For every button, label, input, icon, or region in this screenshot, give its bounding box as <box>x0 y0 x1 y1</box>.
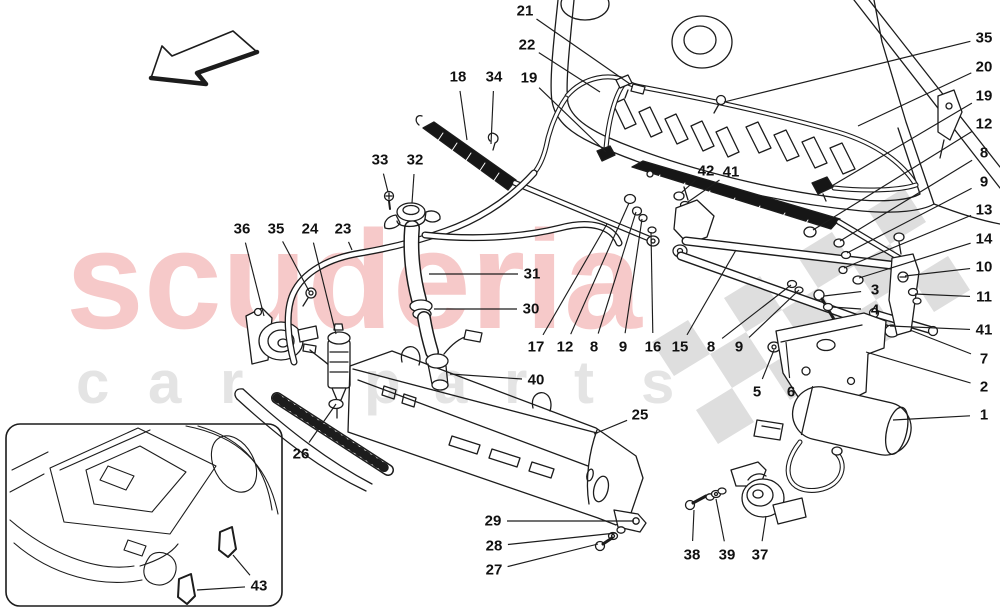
wiper-arm-right <box>836 219 909 265</box>
callout-39[interactable]: 39 <box>718 546 736 564</box>
body-sill-lines <box>234 388 373 492</box>
bonnet-panel <box>550 0 935 213</box>
callout-12[interactable]: 12 <box>975 115 993 133</box>
wiper-motor <box>753 386 912 493</box>
callout-1[interactable]: 1 <box>979 406 989 424</box>
bottle-mounting-bolt <box>594 526 626 552</box>
wiper-blade-left <box>415 115 517 191</box>
callout-leader-lines <box>196 18 973 591</box>
callout-32[interactable]: 32 <box>406 151 424 169</box>
callout-8[interactable]: 8 <box>589 338 599 356</box>
callout-38[interactable]: 38 <box>683 546 701 564</box>
callout-36[interactable]: 36 <box>233 220 251 238</box>
callout-29[interactable]: 29 <box>484 512 502 530</box>
callout-26[interactable]: 26 <box>292 445 310 463</box>
callout-34[interactable]: 34 <box>485 68 503 86</box>
callout-40[interactable]: 40 <box>527 371 545 389</box>
callout-9[interactable]: 9 <box>734 338 744 356</box>
inset-car-front-view <box>5 423 283 607</box>
callout-14[interactable]: 14 <box>975 230 993 248</box>
washer-filler-neck <box>383 190 441 359</box>
horn-right <box>684 461 807 525</box>
callout-15[interactable]: 15 <box>671 338 689 356</box>
callout-19[interactable]: 19 <box>975 87 993 105</box>
callout-20[interactable]: 20 <box>975 58 993 76</box>
trim-piece-lower <box>177 573 196 605</box>
direction-arrow <box>148 30 260 87</box>
callout-35[interactable]: 35 <box>267 220 285 238</box>
callout-21[interactable]: 21 <box>516 2 534 20</box>
callout-42[interactable]: 42 <box>697 162 715 180</box>
wiper-arm-left <box>512 180 660 247</box>
callout-3[interactable]: 3 <box>870 281 880 299</box>
callout-17[interactable]: 17 <box>527 338 545 356</box>
callout-9[interactable]: 9 <box>979 173 989 191</box>
callout-25[interactable]: 25 <box>631 406 649 424</box>
watermark-sub-text: carparts <box>76 349 674 416</box>
callout-5[interactable]: 5 <box>752 383 762 401</box>
motor-bracket <box>775 312 887 405</box>
callout-28[interactable]: 28 <box>485 537 503 555</box>
callout-6[interactable]: 6 <box>786 383 796 401</box>
callout-9[interactable]: 9 <box>618 338 628 356</box>
callout-12[interactable]: 12 <box>556 338 574 356</box>
windscreen-edge <box>853 0 1000 225</box>
callout-43[interactable]: 43 <box>250 577 268 595</box>
callout-11[interactable]: 11 <box>976 288 992 306</box>
washer-pump-front <box>327 323 351 419</box>
callout-31[interactable]: 31 <box>523 265 541 283</box>
trim-piece-upper <box>218 526 237 558</box>
callout-23[interactable]: 23 <box>334 220 352 238</box>
callout-37[interactable]: 37 <box>751 546 769 564</box>
callout-35[interactable]: 35 <box>975 29 993 47</box>
corrugated-hose <box>271 392 394 476</box>
callout-19[interactable]: 19 <box>520 69 538 87</box>
hose-tee-connector <box>615 74 646 99</box>
callout-10[interactable]: 10 <box>975 258 993 276</box>
callout-7[interactable]: 7 <box>979 350 989 368</box>
callout-27[interactable]: 27 <box>485 561 503 579</box>
callout-41[interactable]: 41 <box>975 321 993 339</box>
watermark-brand-text: scuderia <box>66 201 643 358</box>
callout-8[interactable]: 8 <box>979 144 989 162</box>
wiper-linkage <box>623 186 939 353</box>
callout-33[interactable]: 33 <box>371 151 389 169</box>
callout-18[interactable]: 18 <box>449 68 467 86</box>
callout-41[interactable]: 41 <box>722 163 740 181</box>
callout-24[interactable]: 24 <box>301 220 319 238</box>
callout-30[interactable]: 30 <box>522 300 540 318</box>
callout-16[interactable]: 16 <box>644 338 662 356</box>
washer-pump-on-bottle <box>425 329 483 391</box>
washer-jet-left <box>596 145 616 162</box>
callout-22[interactable]: 22 <box>518 36 536 54</box>
callout-4[interactable]: 4 <box>870 301 880 319</box>
washer-hose-feed <box>284 169 623 366</box>
washer-jet-right <box>811 176 834 202</box>
hose-clip <box>713 94 727 114</box>
callout-2[interactable]: 2 <box>979 378 989 396</box>
callout-8[interactable]: 8 <box>706 338 716 356</box>
callout-13[interactable]: 13 <box>975 201 993 219</box>
